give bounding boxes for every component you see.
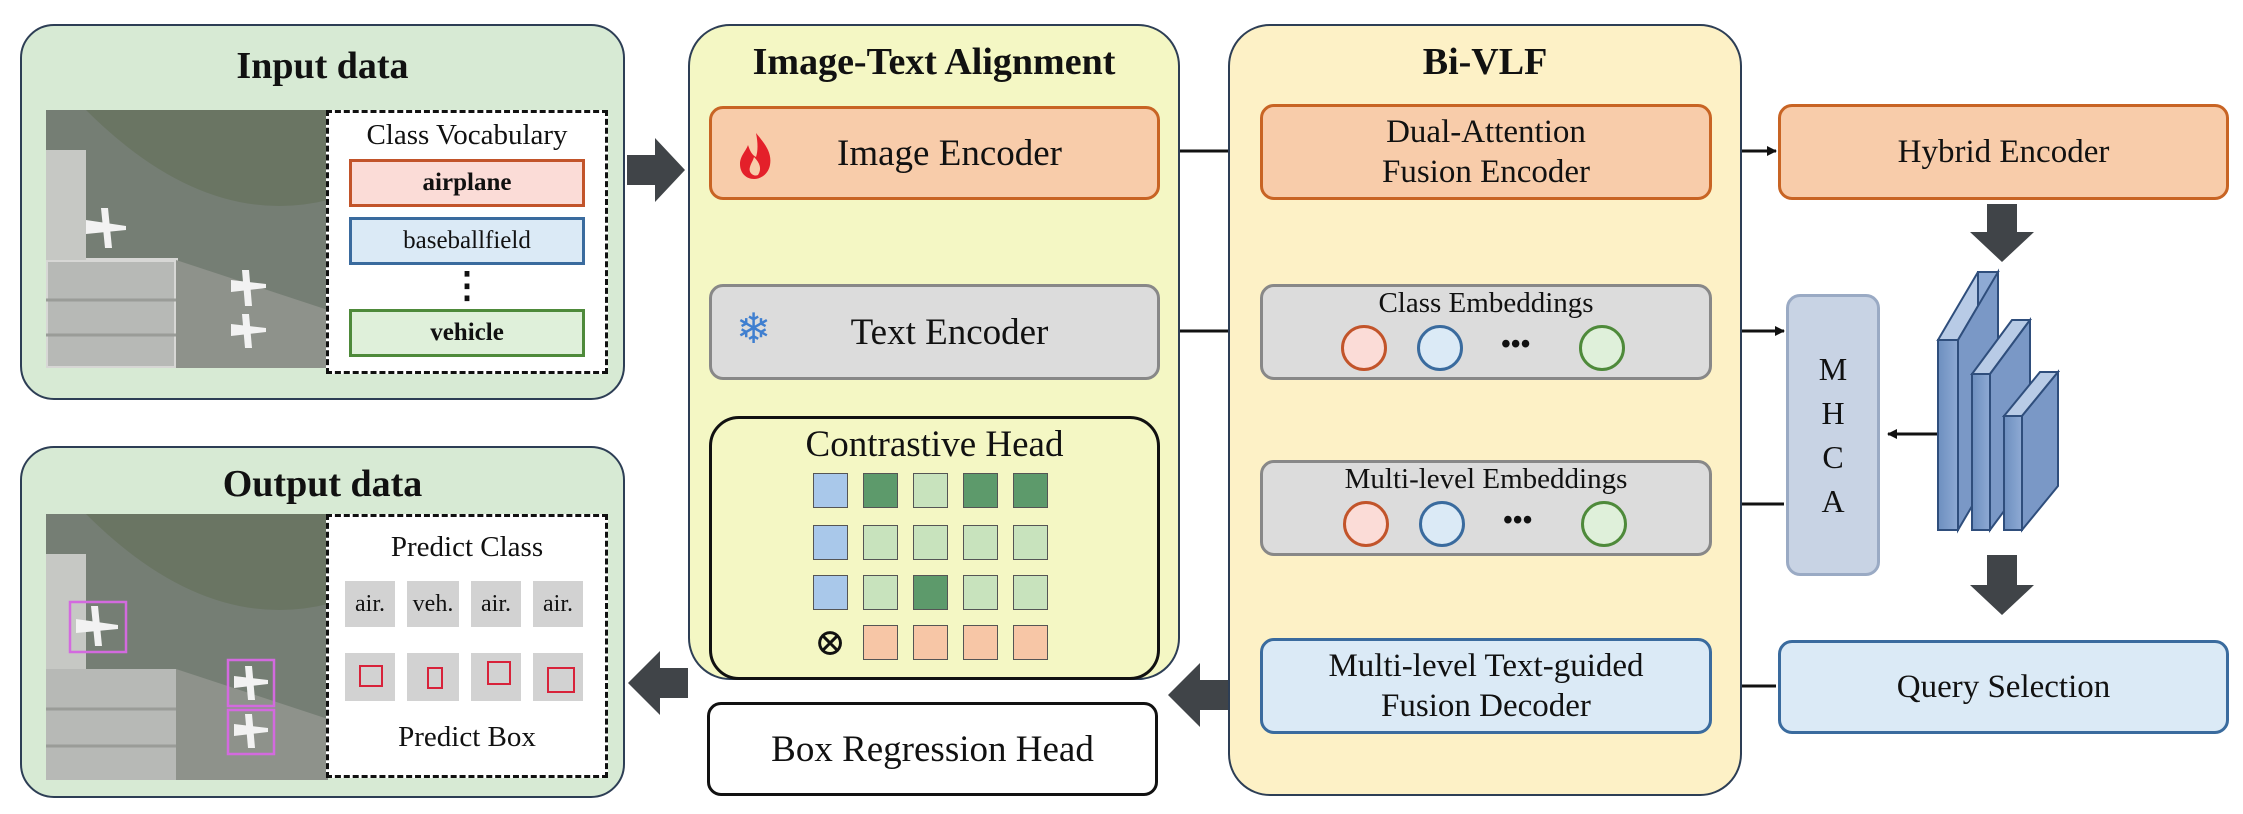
class-vocabulary-box: Class Vocabulary airplane baseballfield … [326, 110, 608, 374]
embedding-circle-green [1579, 325, 1625, 371]
decoder-line1: Multi-level Text-guided [1328, 648, 1644, 684]
predicted-box-3-rect [487, 661, 511, 685]
predict-box-label: Predict Box [398, 721, 536, 753]
matrix-cell [913, 525, 948, 560]
matrix-cell [1013, 625, 1048, 660]
block-arrow-alignment-to-output [628, 651, 688, 715]
mhca-letter-c: C [1822, 439, 1844, 475]
dual-attention-line1: Dual-Attention [1386, 114, 1586, 150]
matrix-cell [963, 575, 998, 610]
bi-vlf-panel: Bi-VLF Dual-Attention Fusion Encoder Cla… [1228, 24, 1742, 796]
contrastive-head-label: Contrastive Head [805, 424, 1064, 465]
ml-embedding-circle-red [1343, 501, 1389, 547]
bivlf-panel-title: Bi-VLF [1422, 41, 1548, 83]
matrix-cell [1013, 525, 1048, 560]
otimes-icon: ⊗ [814, 622, 846, 664]
predict-class-label: Predict Class [390, 531, 544, 563]
predicted-class-3: air. [471, 581, 521, 627]
text-encoder-box: ❄ Text Encoder [709, 284, 1160, 380]
similarity-matrix: ⊗ [712, 419, 1157, 677]
matrix-cell [813, 473, 848, 508]
hybrid-encoder-box: Hybrid Encoder [1778, 104, 2229, 200]
multilevel-embeddings-label: Multi-level Embeddings [1344, 463, 1628, 495]
vocab-item-vehicle: vehicle [349, 309, 585, 357]
ml-embedding-circle-blue [1419, 501, 1465, 547]
contrastive-head-box: Contrastive Head ⊗ [709, 416, 1160, 680]
matrix-cell [913, 625, 948, 660]
image-encoder-label: Image Encoder [837, 132, 1062, 174]
embedding-ellipsis: ••• [1501, 329, 1531, 360]
matrix-cell [963, 525, 998, 560]
image-encoder-box: Image Encoder [709, 106, 1160, 200]
mhca-letter-a: A [1821, 483, 1845, 519]
predicted-box-2-rect [427, 667, 443, 689]
alignment-panel-title: Image-Text Alignment [752, 41, 1116, 83]
matrix-cell [1013, 575, 1048, 610]
class-vocabulary-title: Class Vocabulary [366, 119, 568, 151]
aerial-scene-graphic [46, 110, 328, 368]
matrix-cell [913, 575, 948, 610]
matrix-cell [863, 525, 898, 560]
ml-embedding-circle-green [1581, 501, 1627, 547]
query-selection-box: Query Selection [1778, 640, 2229, 734]
class-embeddings-box: Class Embeddings ••• [1260, 284, 1712, 380]
predicted-box-4 [533, 653, 583, 701]
predicted-box-1-rect [359, 665, 383, 687]
output-panel-title: Output data [222, 463, 423, 505]
block-arrow-input-to-alignment [627, 138, 685, 202]
dual-attention-fusion-encoder: Dual-Attention Fusion Encoder [1260, 104, 1712, 200]
predicted-box-1 [345, 653, 395, 701]
image-text-alignment-panel: Image-Text Alignment Image Encoder ❄ Tex… [688, 24, 1180, 680]
predicted-class-2: veh. [407, 581, 459, 627]
box-regression-head: Box Regression Head [707, 702, 1158, 796]
matrix-cell [863, 575, 898, 610]
fire-icon [740, 133, 771, 179]
input-data-panel: Input data Class Vocabulary airplane bas… [20, 24, 625, 400]
ml-embedding-ellipsis: ••• [1503, 505, 1533, 536]
output-aerial-image [46, 514, 328, 780]
block-arrow-bivlf-to-alignment [1168, 663, 1228, 727]
matrix-cell [963, 625, 998, 660]
predicted-box-3 [471, 653, 521, 701]
dual-attention-line2: Fusion Encoder [1381, 154, 1591, 190]
matrix-cell [863, 625, 898, 660]
vocab-item-airplane: airplane [349, 159, 585, 207]
block-arrow-hybrid-to-stack [1970, 204, 2034, 262]
mhca-letter-m: M [1818, 351, 1848, 387]
prediction-box: Predict Class air. veh. air. air. Predic… [326, 514, 608, 778]
matrix-cell [963, 473, 998, 508]
embedding-circle-red [1341, 325, 1387, 371]
mhca-letter-h: H [1821, 395, 1845, 431]
class-embeddings-label: Class Embeddings [1378, 287, 1594, 319]
predicted-class-4: air. [533, 581, 583, 627]
matrix-cell [813, 525, 848, 560]
input-panel-title: Input data [236, 45, 409, 87]
matrix-cell [1013, 473, 1048, 508]
feature-map-stack-icon [1936, 268, 2061, 534]
input-aerial-image [46, 110, 328, 368]
aerial-scene-detections [46, 514, 328, 780]
predicted-class-1: air. [345, 581, 395, 627]
text-encoder-label: Text Encoder [850, 311, 1049, 353]
output-data-panel: Output data Predi [20, 446, 625, 798]
predicted-box-4-rect [547, 667, 575, 693]
matrix-cell [913, 473, 948, 508]
decoder-line2: Fusion Decoder [1381, 688, 1591, 724]
matrix-cell [863, 473, 898, 508]
multilevel-embeddings-box: Multi-level Embeddings ••• [1260, 460, 1712, 556]
block-arrow-stack-to-query [1970, 555, 2034, 615]
matrix-cell [813, 575, 848, 610]
vocab-item-baseballfield: baseballfield [349, 217, 585, 265]
vocab-ellipsis: ⋮ [449, 265, 485, 305]
text-guided-fusion-decoder: Multi-level Text-guided Fusion Decoder [1260, 638, 1712, 734]
mhca-box: M H C A [1786, 294, 1880, 576]
snowflake-icon: ❄ [736, 307, 772, 353]
predicted-box-2 [407, 653, 459, 701]
embedding-circle-blue [1417, 325, 1463, 371]
